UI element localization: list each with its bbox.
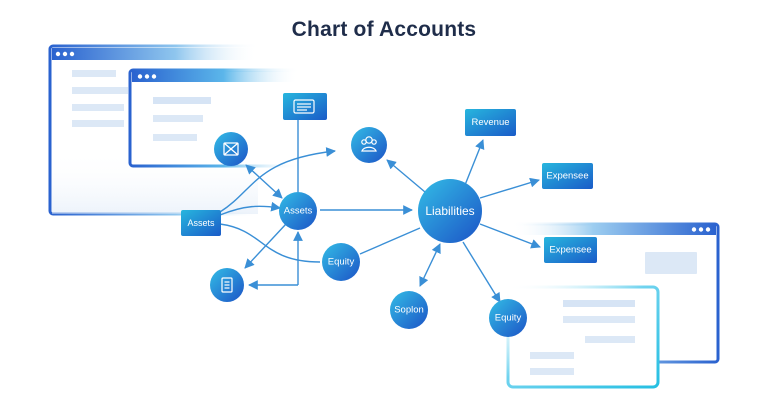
receipt-icon [221, 277, 233, 293]
node-assets-box-label: Assets [187, 218, 215, 228]
page-title: Chart of Accounts [291, 18, 477, 41]
edge-hub-to-receipt [244, 223, 287, 269]
node-soplon-label: Soplon [394, 305, 424, 316]
node-expense-2-label: Expensee [549, 245, 591, 256]
envelope-icon [223, 142, 239, 156]
edge-equity-to-liabilities [359, 227, 421, 255]
window-front-left [128, 68, 302, 168]
edge-assets-box-to-equity [219, 223, 321, 263]
document-icon [293, 99, 315, 114]
node-document-box[interactable] [283, 93, 327, 120]
node-expense-2[interactable]: Expensee [544, 237, 597, 263]
node-envelope[interactable] [214, 132, 248, 166]
node-equity-low[interactable]: Equity [489, 299, 527, 337]
node-expense-1[interactable]: Expensee [542, 163, 593, 189]
node-soplon[interactable]: Soplon [390, 291, 428, 329]
edge-liabilities-to-soplon [419, 243, 441, 287]
node-people[interactable] [351, 127, 387, 163]
window-front-right [506, 285, 660, 389]
node-liabilities-label: Liabilities [425, 204, 474, 218]
node-equity-mid[interactable]: Equity [322, 243, 360, 281]
people-icon [361, 136, 377, 152]
node-assets-hub[interactable]: Assets [279, 192, 317, 230]
edge-liabilities-to-equity-low [462, 241, 501, 303]
edge-envelope-to-hub [245, 164, 283, 199]
node-assets-box[interactable]: Assets [181, 210, 221, 236]
node-expense-1-label: Expensee [546, 171, 588, 182]
node-equity-mid-label: Equity [328, 257, 355, 268]
edge-assets-box-to-hub [219, 201, 281, 216]
edges [219, 120, 541, 303]
node-equity-low-label: Equity [495, 313, 522, 324]
node-revenue-label: Revenue [471, 117, 509, 128]
node-assets-hub-label: Assets [284, 206, 313, 217]
edge-liabilities-to-people [386, 159, 426, 193]
node-liabilities[interactable]: Liabilities [418, 179, 482, 243]
edge-liabilities-to-revenue [464, 139, 485, 186]
node-receipt[interactable] [210, 268, 244, 302]
edge-liabilities-to-expense1 [479, 177, 540, 199]
edge-liabilities-to-expense2 [479, 223, 541, 249]
node-revenue[interactable]: Revenue [465, 109, 516, 136]
